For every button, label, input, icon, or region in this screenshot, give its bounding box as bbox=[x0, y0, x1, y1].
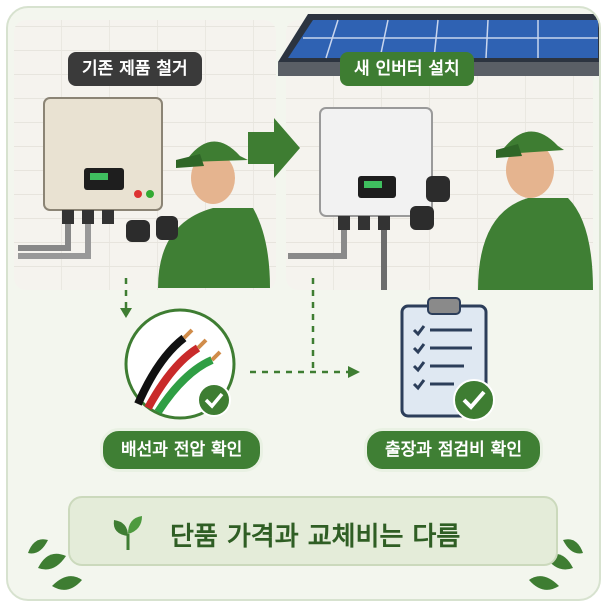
inverter-icon bbox=[288, 107, 433, 290]
remove-old-label: 기존 제품 철거 bbox=[68, 52, 202, 86]
illustration-layer bbox=[18, 14, 599, 590]
install-new-label: 새 인버터 설치 bbox=[340, 52, 474, 86]
price-note-banner: 단품 가격과 교체비는 다름 bbox=[68, 496, 558, 566]
cable-icon bbox=[124, 308, 236, 420]
old-inverter-icon bbox=[18, 97, 163, 259]
sprout-icon bbox=[113, 516, 142, 550]
arrow-right-icon bbox=[248, 118, 300, 178]
technician-icon bbox=[126, 141, 270, 288]
technician-right-icon bbox=[410, 131, 593, 290]
infographic-frame: 기존 제품 철거 새 인버터 설치 배선과 전압 확인 출장과 점검비 확인 단… bbox=[6, 6, 601, 601]
clipboard-checklist-icon bbox=[400, 297, 495, 421]
trip-fee-label: 출장과 점검비 확인 bbox=[364, 428, 543, 472]
banner-text: 단품 가격과 교체비는 다름 bbox=[170, 522, 461, 552]
check-wiring-label: 배선과 전압 확인 bbox=[100, 428, 264, 472]
